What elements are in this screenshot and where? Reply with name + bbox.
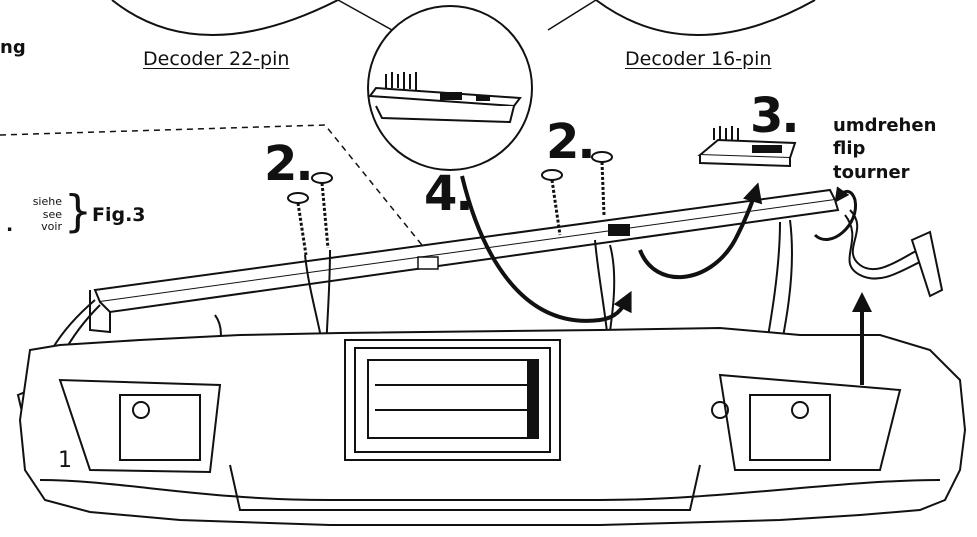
ref-de: siehe	[32, 195, 62, 208]
ref-fig-label: Fig.3	[92, 204, 146, 226]
ref-en: see	[42, 207, 62, 221]
arrow-flip	[813, 186, 857, 242]
decoder-16-label: Decoder 16-pin	[625, 48, 772, 70]
arrow-step-4	[460, 175, 632, 323]
flip-label-fr: tourner	[833, 161, 910, 183]
circuit-board	[89, 188, 840, 334]
flip-label-en: flip	[833, 138, 866, 160]
decoder-16-pin	[697, 126, 797, 168]
zoom-circle-center	[367, 5, 533, 171]
decoder-16-zoom-circle	[595, 0, 816, 36]
screw-icon	[287, 192, 309, 256]
part-number-label: 1	[58, 448, 72, 473]
step-3-label: 3.	[750, 88, 800, 144]
screw-icon	[591, 151, 613, 216]
ref-fr: voir	[41, 220, 62, 234]
top-left-label: ng	[0, 37, 26, 58]
step-2-right-label: 2.	[546, 114, 596, 170]
flip-label-de: umdrehen	[833, 115, 937, 136]
screw-icon	[311, 172, 333, 249]
arrow-step-2	[638, 182, 763, 280]
zoomed-decoder	[368, 72, 522, 124]
zoom-connector	[547, 0, 597, 31]
step-4-label: 4.	[424, 166, 474, 222]
flip-label-group: umdrehen flip tourner	[833, 114, 936, 184]
zoom-connector	[337, 0, 393, 31]
decoder-22-label: Decoder 22-pin	[143, 48, 290, 70]
ref-translations: siehe see voir	[20, 195, 62, 234]
screw-icon	[541, 169, 563, 236]
ref-dot: .	[6, 214, 14, 236]
step-2-left-label: 2.	[264, 136, 314, 192]
motor-housing	[344, 339, 561, 461]
ref-brace: }	[64, 186, 92, 237]
decoder-22-zoom-circle	[111, 0, 339, 36]
